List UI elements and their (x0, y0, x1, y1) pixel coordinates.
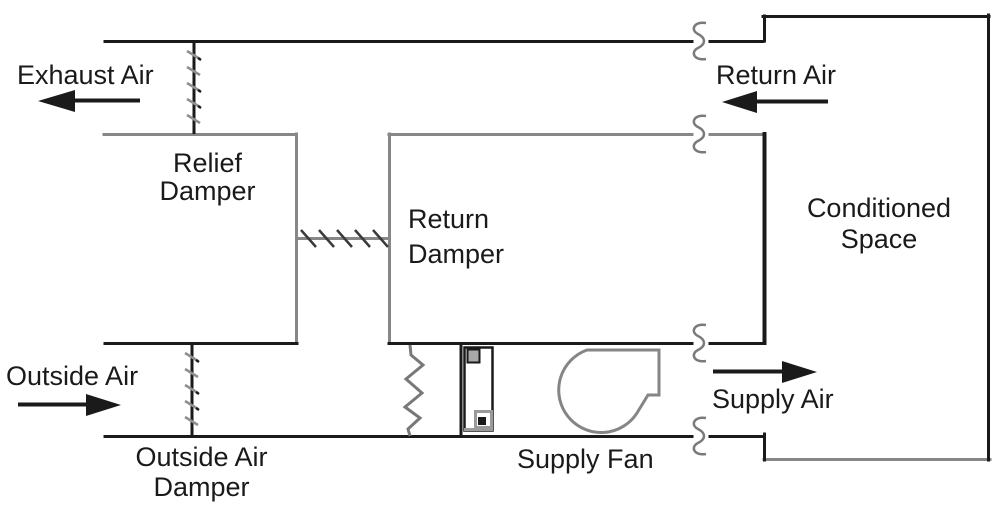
filter-icon (402, 344, 426, 437)
duct-lines (103, 13, 991, 462)
return-damper-icon (297, 229, 389, 248)
duct-break-icon (692, 114, 707, 154)
conditioned-space-label: Conditioned Space (789, 193, 969, 255)
supply-air-arrow (713, 361, 817, 383)
coil-icon (459, 343, 494, 436)
duct-break-icons (692, 21, 707, 456)
return-damper-label-line1: Return (408, 204, 490, 234)
conditioned-space-label-line2: Space (840, 224, 918, 254)
relief-damper-label: Relief Damper (130, 149, 285, 205)
outside-air-label: Outside Air (6, 361, 139, 391)
relief-damper-icon (186, 41, 202, 134)
duct-break-icon (692, 323, 707, 363)
return-damper-label: Return Damper (408, 202, 504, 272)
return-air-arrow (722, 91, 828, 113)
plenum-lines (102, 132, 992, 461)
supply-air-label: Supply Air (712, 384, 834, 414)
conditioned-space-label-line1: Conditioned (806, 193, 952, 223)
return-damper-label-line2: Damper (408, 239, 505, 269)
relief-damper-label-line1: Relief (172, 148, 243, 178)
outside-air-damper-icon (184, 343, 200, 436)
supply-fan-label: Supply Fan (517, 444, 654, 474)
duct-break-icon (692, 21, 707, 61)
exhaust-air-arrow (38, 90, 140, 112)
outside-air-damper-label-line2: Damper (153, 472, 250, 502)
exhaust-air-label: Exhaust Air (17, 60, 154, 90)
relief-damper-label-line2: Damper (159, 176, 256, 206)
return-air-label: Return Air (716, 60, 837, 90)
outside-air-arrow (18, 394, 121, 416)
outside-air-damper-label: Outside Air Damper (110, 442, 293, 502)
flow-arrows (18, 90, 828, 416)
duct-break-icon (692, 416, 707, 456)
outside-air-damper-label-line1: Outside Air (135, 442, 268, 472)
supply-fan-icon (557, 348, 661, 435)
